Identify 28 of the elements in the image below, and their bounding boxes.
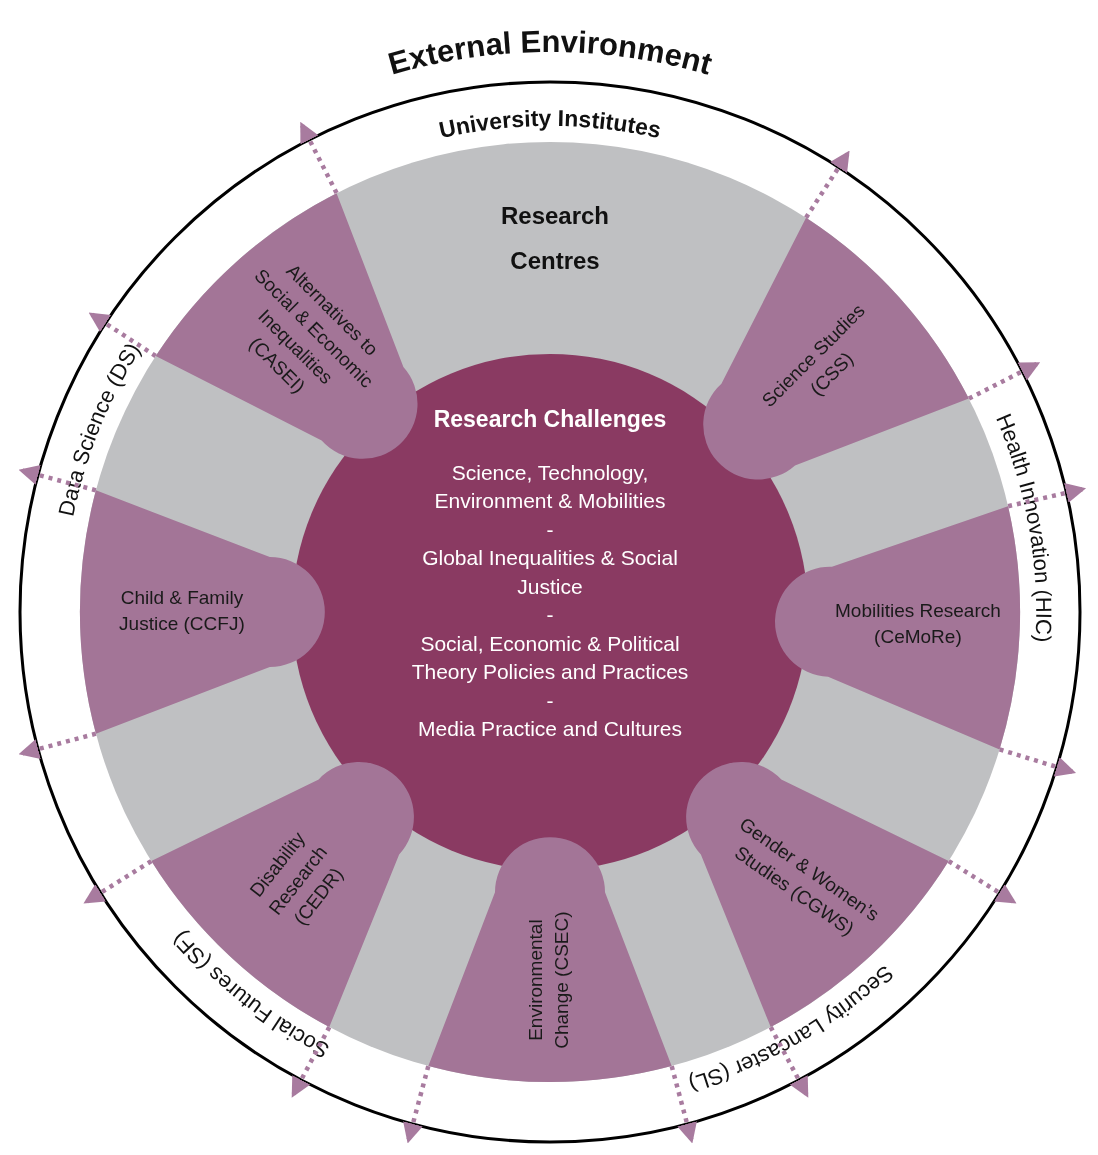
dotted-arrow <box>947 859 1017 904</box>
dotted-arrow <box>804 150 850 219</box>
ring-label: University Institutes <box>436 104 664 144</box>
dotted-arrow <box>967 362 1041 401</box>
center-heading: Research Challenges <box>433 406 667 432</box>
dotted-arrow <box>18 465 97 493</box>
challenge-text: - <box>546 517 554 541</box>
petal-label: Mobilities Research (CeMoRe) <box>835 599 1001 647</box>
petal-label: Environmental Change (CSEC) <box>525 911 572 1049</box>
challenge-text: Global Inequalities & Social Justice <box>422 546 678 598</box>
dotted-arrow <box>768 1026 809 1098</box>
dotted-arrow <box>1007 482 1087 509</box>
challenge-text: Media Practice and Cultures <box>418 717 682 740</box>
dotted-arrow <box>300 121 339 195</box>
dotted-arrow <box>403 1065 431 1144</box>
centres-heading: Research Centres <box>500 202 610 275</box>
challenge-text: - <box>546 688 554 712</box>
petal-label: Child & Family Justice (CCFJ) <box>119 587 245 634</box>
dotted-arrow <box>18 731 97 759</box>
title: External Environment <box>384 24 716 82</box>
dotted-arrow <box>669 1065 697 1144</box>
dotted-arrow <box>998 747 1077 777</box>
dotted-arrow <box>88 312 157 358</box>
challenge-text: - <box>546 603 554 626</box>
dotted-arrow <box>291 1026 332 1098</box>
challenge-text: Social, Economic & Political Theory Policies and Practices <box>411 631 689 683</box>
dotted-arrow <box>83 859 153 904</box>
challenge-text: Science, Technology, Environment & Mobilities <box>434 460 666 512</box>
